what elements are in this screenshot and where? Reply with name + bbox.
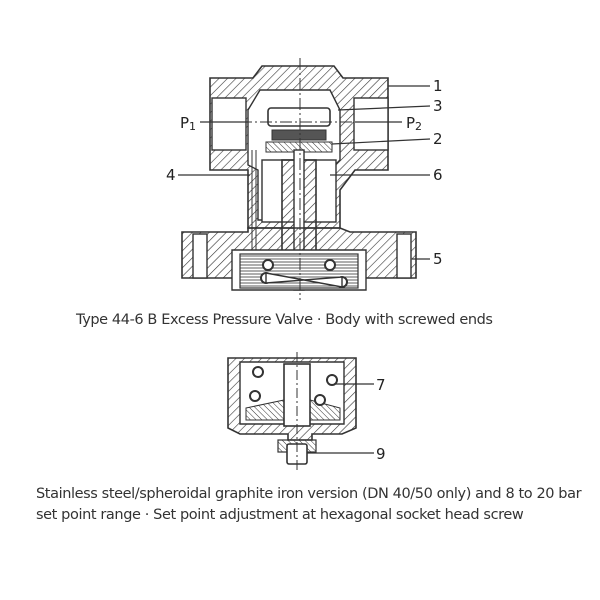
callout-9: 9: [376, 445, 386, 463]
callout-7: 7: [376, 376, 386, 394]
figure1-caption: Type 44-6 B Excess Pressure Valve · Body…: [76, 312, 493, 328]
callout-3: 3: [433, 97, 443, 115]
figure2-caption: Stainless steel/spheroidal graphite iron…: [36, 486, 582, 523]
p2-label: P2: [406, 114, 422, 133]
figure1-callouts: P1 P2 1 3 2 4 6 5: [166, 77, 443, 268]
setpoint-detail-section: [227, 352, 357, 472]
valve-body-section: [181, 58, 417, 300]
callout-2: 2: [433, 130, 443, 148]
callout-4: 4: [166, 166, 176, 184]
callout-1: 1: [433, 77, 443, 95]
callout-5: 5: [433, 250, 443, 268]
figure2-callouts: 7 9: [307, 376, 386, 463]
callout-6: 6: [433, 166, 443, 184]
p1-label: P1: [180, 114, 196, 133]
